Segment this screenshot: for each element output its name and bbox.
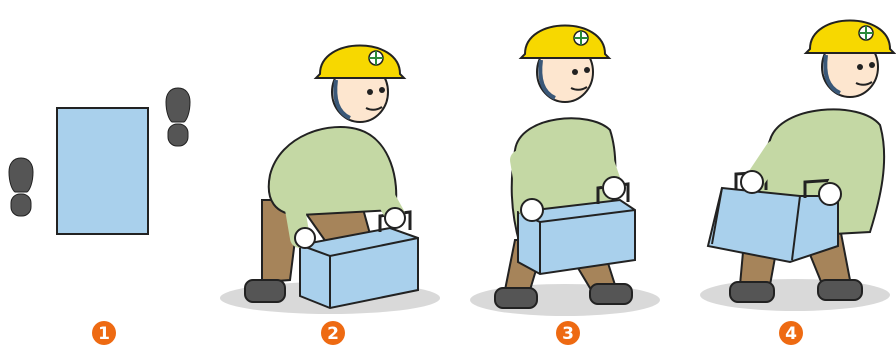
- step-badge-4: 4: [779, 321, 803, 345]
- helmet-cross-icon: [316, 46, 404, 123]
- step-number: 3: [562, 324, 574, 344]
- step-number: 4: [785, 324, 797, 344]
- box-top-view: [57, 108, 148, 234]
- glove: [819, 183, 841, 205]
- right-footprint-icon: [166, 88, 190, 146]
- glove: [385, 208, 405, 228]
- left-footprint-icon: [9, 158, 33, 216]
- glove: [295, 228, 315, 248]
- step-2-panel: [220, 46, 440, 315]
- step-badge-3: 3: [556, 321, 580, 345]
- step-number: 1: [98, 324, 110, 344]
- step-badge-2: 2: [321, 321, 345, 345]
- step-4-panel: [700, 21, 894, 312]
- step-1-panel: [9, 88, 190, 234]
- step-3-panel: [470, 26, 660, 317]
- step-number: 2: [327, 324, 339, 344]
- glove: [603, 177, 625, 199]
- step-badge-1: 1: [92, 321, 116, 345]
- helmet-cross-icon: [806, 21, 894, 98]
- glove: [521, 199, 543, 221]
- helmet-cross-icon: [521, 26, 609, 103]
- glove: [741, 171, 763, 193]
